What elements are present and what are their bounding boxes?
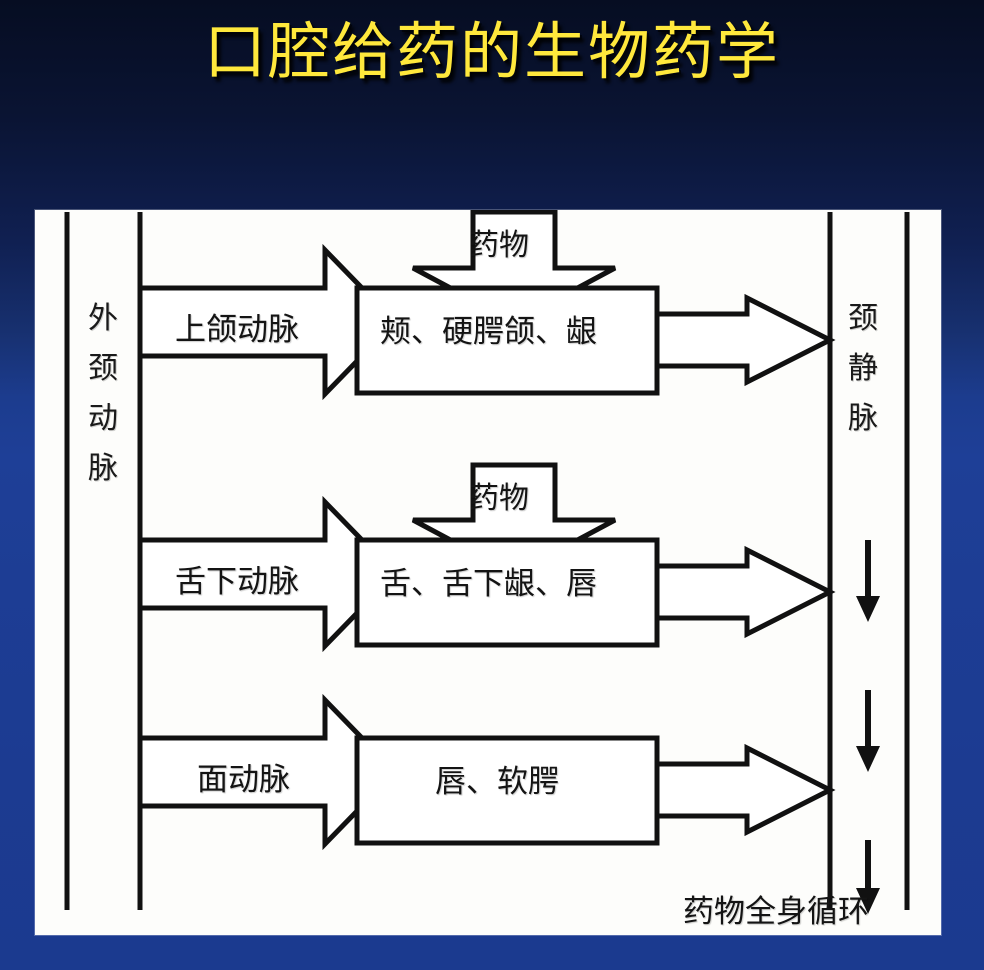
outflow-arrow-row3 [654, 743, 836, 837]
jugular-vein-label: 颈静脉 [848, 301, 878, 436]
tissue-label-row3: 唇、软腭 [435, 764, 559, 800]
artery-label-row3: 面动脉 [197, 762, 290, 798]
artery-label-row2: 舌下动脉 [175, 564, 299, 600]
drug-label-row1: 药物 [469, 228, 529, 263]
outflow-arrow-row2 [654, 545, 836, 639]
diagram-panel: 外颈动脉 颈静脉 上颌动脉 舌下动脉 面动脉 药物 药物 颊、硬腭颌、龈 舌、舌… [35, 210, 941, 935]
vein-arrow-3-head [856, 888, 880, 914]
tissue-label-row1: 颊、硬腭颌、龈 [380, 314, 597, 350]
tissue-box-row1 [354, 285, 660, 396]
tissue-box-row2 [354, 537, 660, 648]
artery-label-row1: 上颌动脉 [175, 312, 299, 348]
systemic-circulation-label: 药物全身循环 [683, 894, 869, 930]
external-carotid-label: 外颈动脉 [88, 301, 118, 486]
tissue-box-row3 [354, 735, 660, 846]
vein-arrow-2-head [856, 746, 880, 772]
vein-arrow-group [856, 540, 880, 914]
drug-label-row2: 药物 [469, 481, 529, 516]
outflow-arrow-row1 [654, 293, 836, 387]
vein-arrow-1-head [856, 596, 880, 622]
page-title: 口腔给药的生物药学 [203, 15, 780, 88]
diagram-svg [64, 210, 910, 914]
tissue-label-row2: 舌、舌下龈、唇 [380, 566, 597, 602]
